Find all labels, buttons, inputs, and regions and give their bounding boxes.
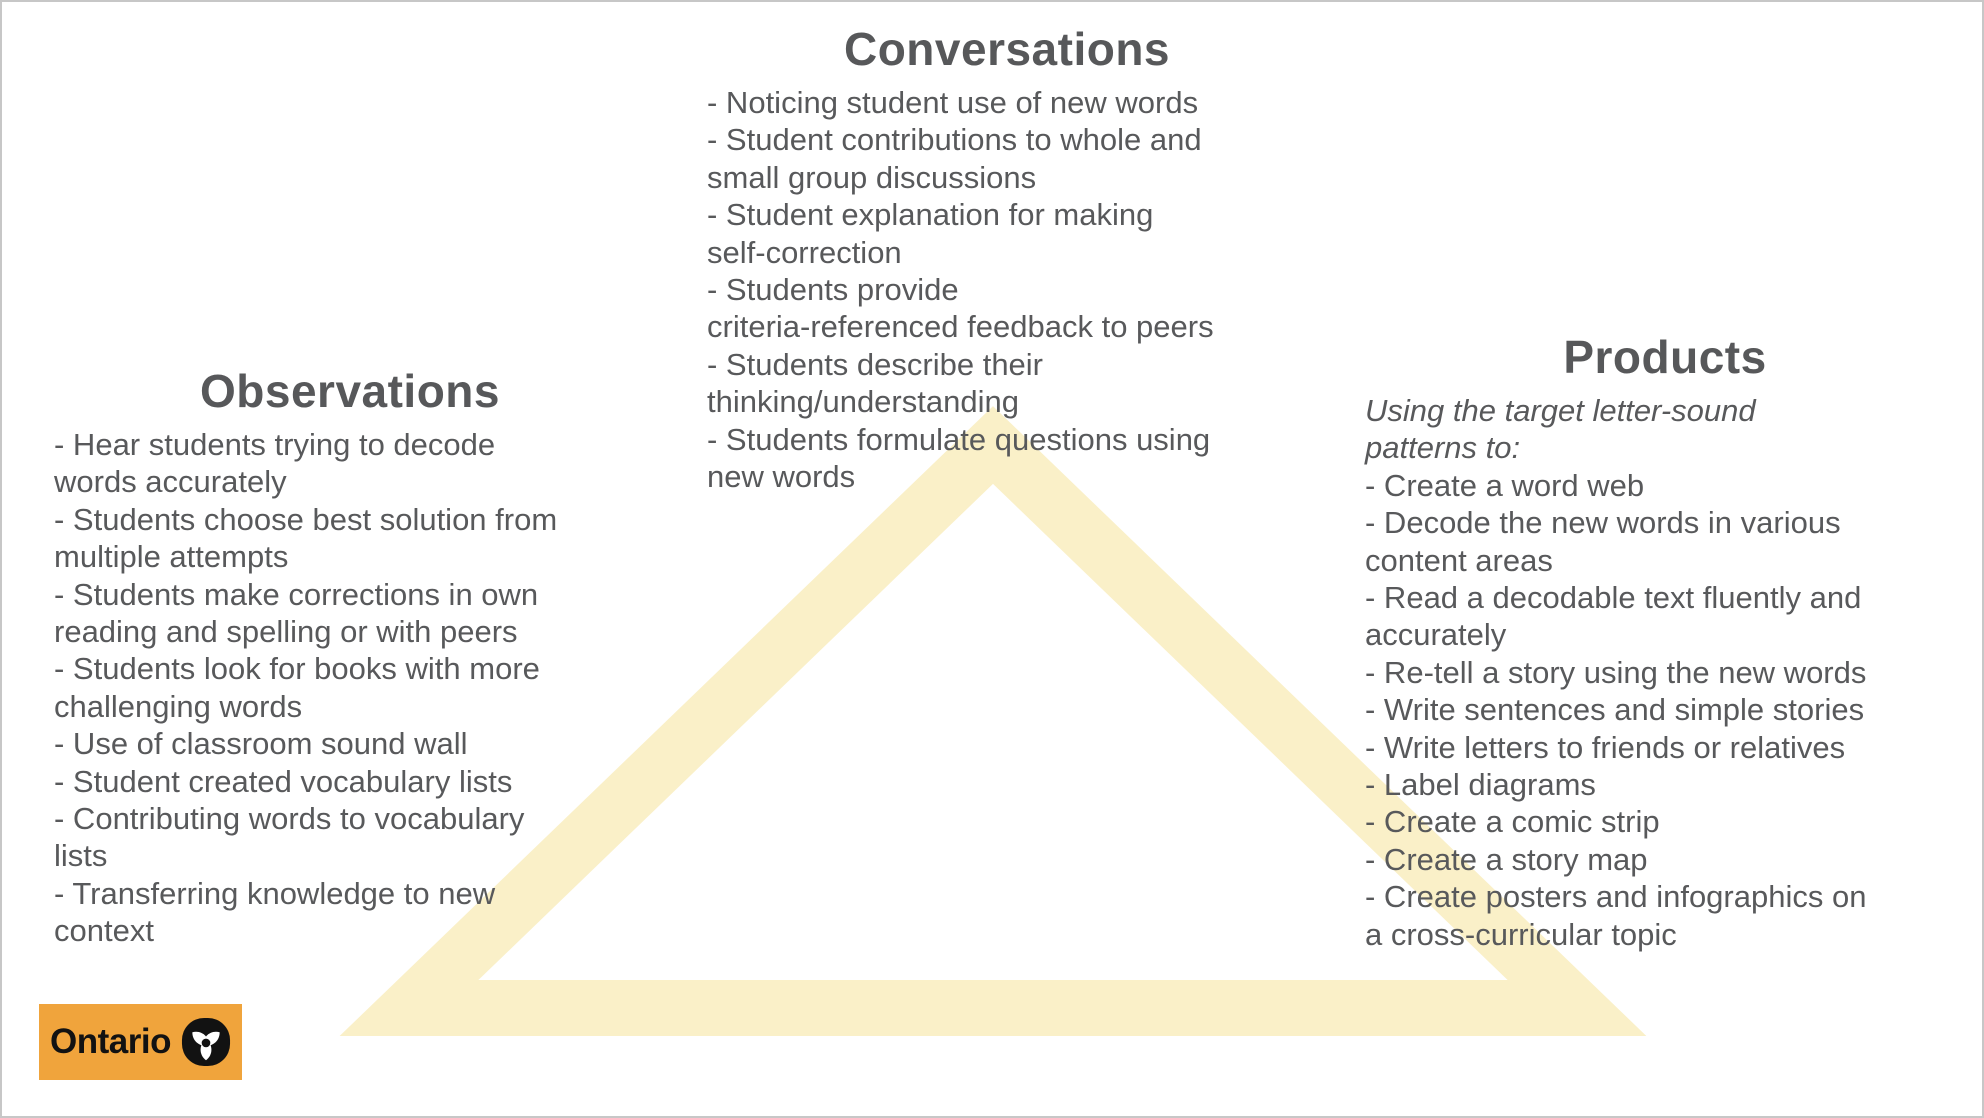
list-item: - Transferring knowledge to new context	[54, 875, 496, 949]
list-item: - Students provide criteria-referenced f…	[707, 272, 1214, 345]
products-title: Products	[1563, 331, 1767, 383]
ontario-wordmark: Ontario	[50, 1022, 171, 1061]
list-item: - Students make corrections in own readi…	[54, 576, 539, 650]
conversations-list: - Noticing student use of new words- Stu…	[707, 84, 1307, 495]
list-item: - Students look for books with more chal…	[54, 651, 540, 724]
list-item: - Students formulate questions using new…	[707, 421, 1211, 495]
trillium-icon	[181, 1017, 231, 1067]
observations-list: - Hear students trying to decode words a…	[54, 426, 646, 950]
section-products: Products Using the target letter-sound p…	[1365, 328, 1965, 953]
products-intro: Using the target letter-sound patterns t…	[1365, 393, 1756, 466]
list-item: - Student created vocabulary lists	[54, 763, 513, 799]
list-item: - Students describe their thinking/under…	[707, 346, 1044, 420]
list-item: - Students choose best solution from mul…	[54, 501, 558, 575]
ontario-logo: Ontario	[39, 1004, 242, 1080]
list-item: - Contributing words to vocabulary lists	[54, 801, 525, 874]
section-conversations: Conversations - Noticing student use of …	[707, 20, 1307, 495]
list-item: - Re-tell a story using the new words	[1365, 654, 1867, 690]
section-observations: Observations - Hear students trying to d…	[54, 362, 646, 950]
list-item: - Write sentences and simple stories	[1365, 692, 1865, 728]
list-item: - Create a comic strip	[1365, 804, 1660, 840]
list-item: - Student explanation for making self-co…	[707, 197, 1154, 270]
list-item: - Create posters and infographics on a c…	[1365, 879, 1867, 952]
conversations-title: Conversations	[843, 23, 1171, 75]
list-item: - Noticing student use of new words	[707, 85, 1199, 120]
products-list: - Create a word web- Decode the new word…	[1365, 467, 1965, 953]
list-item: - Label diagrams	[1365, 767, 1596, 803]
observations-title: Observations	[200, 365, 500, 417]
list-item: - Student contributions to whole and sma…	[707, 122, 1202, 195]
list-item: - Hear students trying to decode words a…	[54, 427, 496, 500]
list-item: - Read a decodable text fluently and acc…	[1365, 580, 1862, 653]
list-item: - Create a word web	[1365, 467, 1645, 503]
list-item: - Create a story map	[1365, 841, 1648, 877]
list-item: - Decode the new words in various conten…	[1365, 505, 1841, 578]
list-item: - Use of classroom sound wall	[54, 726, 468, 762]
list-item: - Write letters to friends or relatives	[1365, 729, 1846, 765]
